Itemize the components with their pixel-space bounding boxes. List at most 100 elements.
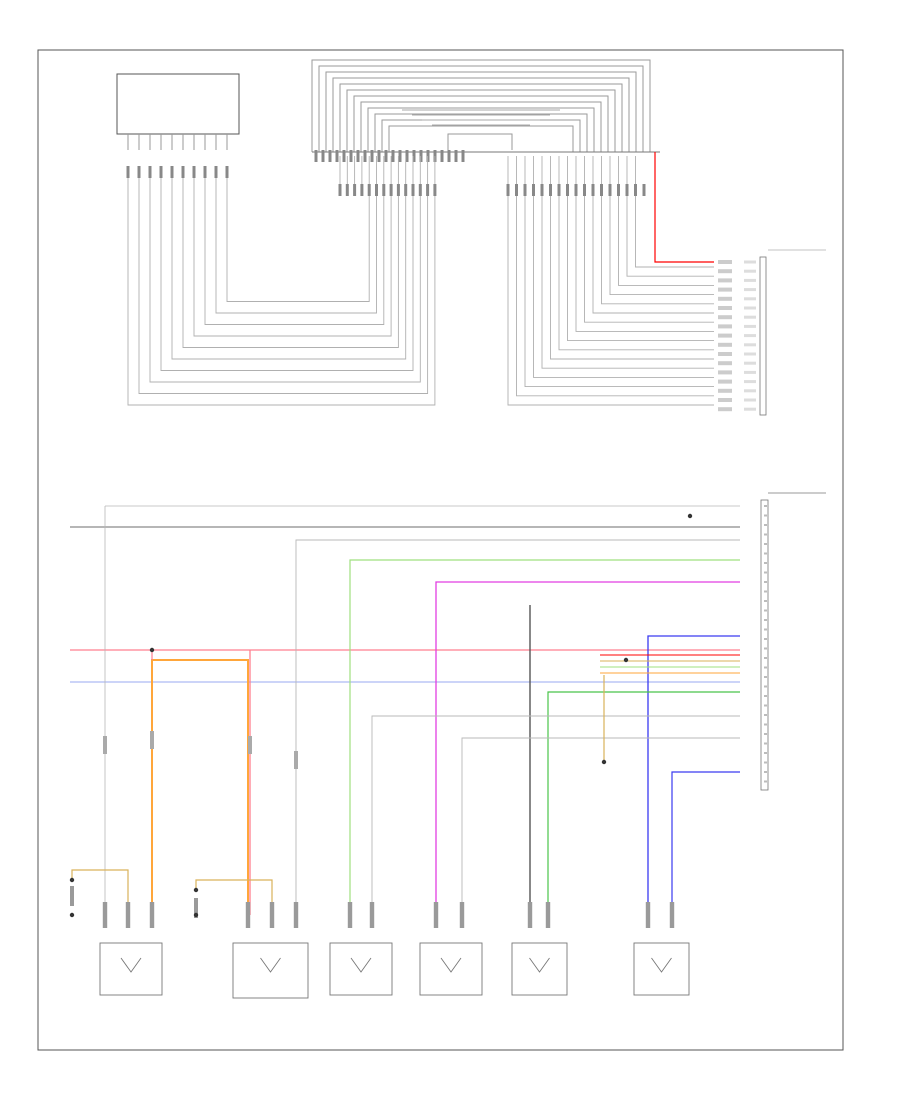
bus-line [447, 133, 513, 150]
pin-number [764, 647, 767, 650]
terminal-pin [214, 166, 218, 178]
terminal-pin [192, 166, 196, 178]
pin-number [744, 352, 756, 356]
wire-magenta-branch [435, 581, 740, 915]
bus-terminal [454, 150, 458, 162]
pin-number [744, 278, 756, 282]
bus-terminal [405, 150, 409, 162]
terminal-pin [411, 184, 415, 196]
pin-number [764, 742, 767, 745]
pin-number [764, 514, 767, 517]
pin-number [764, 676, 767, 678]
terminal-pin [608, 184, 612, 196]
terminal-pin [102, 902, 108, 928]
right-harness [506, 152, 714, 406]
pin-number [764, 581, 767, 583]
terminal-pin [523, 184, 527, 196]
terminal-pin [545, 902, 551, 928]
pin-number [744, 361, 756, 365]
bus-terminal [440, 150, 444, 162]
pin-number [764, 695, 767, 697]
terminal-pin [433, 902, 439, 928]
wire-green-branch [349, 559, 740, 915]
component-body [232, 942, 309, 999]
terminal-pin [170, 166, 174, 178]
sensor-component [419, 942, 483, 996]
terminal-pin [149, 902, 155, 928]
component-body [99, 942, 163, 996]
lower-right-connector [760, 492, 826, 791]
wire-blue-branch [647, 635, 740, 915]
pin-number [744, 269, 756, 273]
wire-color-code [718, 306, 732, 310]
bus-line [318, 65, 644, 152]
pin-number [764, 562, 767, 564]
terminal-pin [382, 184, 386, 196]
pin-number [764, 752, 767, 754]
pin-number [744, 324, 756, 328]
terminal-pin [148, 166, 152, 178]
sensor-component [633, 942, 690, 996]
wire-color-code [718, 333, 732, 338]
pin-number [764, 552, 767, 555]
inline-connector [248, 736, 252, 754]
wire-color-code [718, 398, 732, 402]
harness-wire [626, 196, 714, 277]
terminal-pin [459, 902, 465, 928]
terminal-pin [600, 184, 603, 196]
pin-number [764, 619, 767, 621]
connector-housing [759, 256, 767, 416]
pin-number [744, 407, 756, 411]
top-left-module [116, 73, 240, 135]
pin-number [764, 685, 767, 688]
terminal-pin [338, 184, 342, 196]
harness-wire [550, 196, 714, 360]
bottom-components [70, 886, 690, 999]
pin-number [744, 370, 756, 374]
lower-wiring [70, 505, 740, 915]
wire-blue-branch [671, 771, 740, 915]
terminal-pin [225, 166, 229, 178]
terminal-pin [137, 166, 141, 178]
terminal-pin [527, 902, 533, 928]
splice-dot [623, 657, 629, 663]
pin-number [744, 380, 756, 384]
terminal-pin [367, 184, 371, 196]
pin-number [744, 260, 756, 264]
wire-tan-ground [71, 869, 129, 915]
component-symbol [260, 957, 281, 973]
pin-number [764, 609, 767, 612]
bus-line [353, 95, 609, 152]
splice-dot [69, 877, 75, 883]
sensor-component [329, 942, 393, 996]
pin-number [744, 334, 756, 338]
harness-wire [127, 178, 436, 406]
pin-number [764, 723, 767, 726]
terminal-pin [634, 184, 637, 196]
terminal-pin [203, 166, 207, 178]
terminal-pin [433, 184, 437, 196]
pin-number [744, 389, 756, 393]
component-symbol [529, 957, 550, 973]
splice-dot [193, 887, 199, 893]
wire-color-code [718, 407, 732, 412]
wire-color-code [718, 287, 732, 292]
wire-color-code [718, 278, 732, 283]
terminal-pin [566, 184, 569, 196]
pin-number [764, 761, 767, 764]
splice-dot [193, 912, 199, 918]
component-body [329, 942, 393, 996]
pin-number [764, 780, 767, 783]
terminal-pin [125, 902, 131, 928]
bus-terminal [461, 150, 465, 162]
pin-number [764, 571, 767, 574]
terminal-pin [669, 902, 675, 928]
pin-number [744, 343, 756, 347]
pin-number [744, 398, 756, 402]
terminal-pin [369, 902, 375, 928]
wire-color-code [718, 388, 732, 393]
terminal-pin [418, 184, 422, 196]
splice-dot [69, 912, 75, 918]
sensor-component [99, 942, 163, 996]
